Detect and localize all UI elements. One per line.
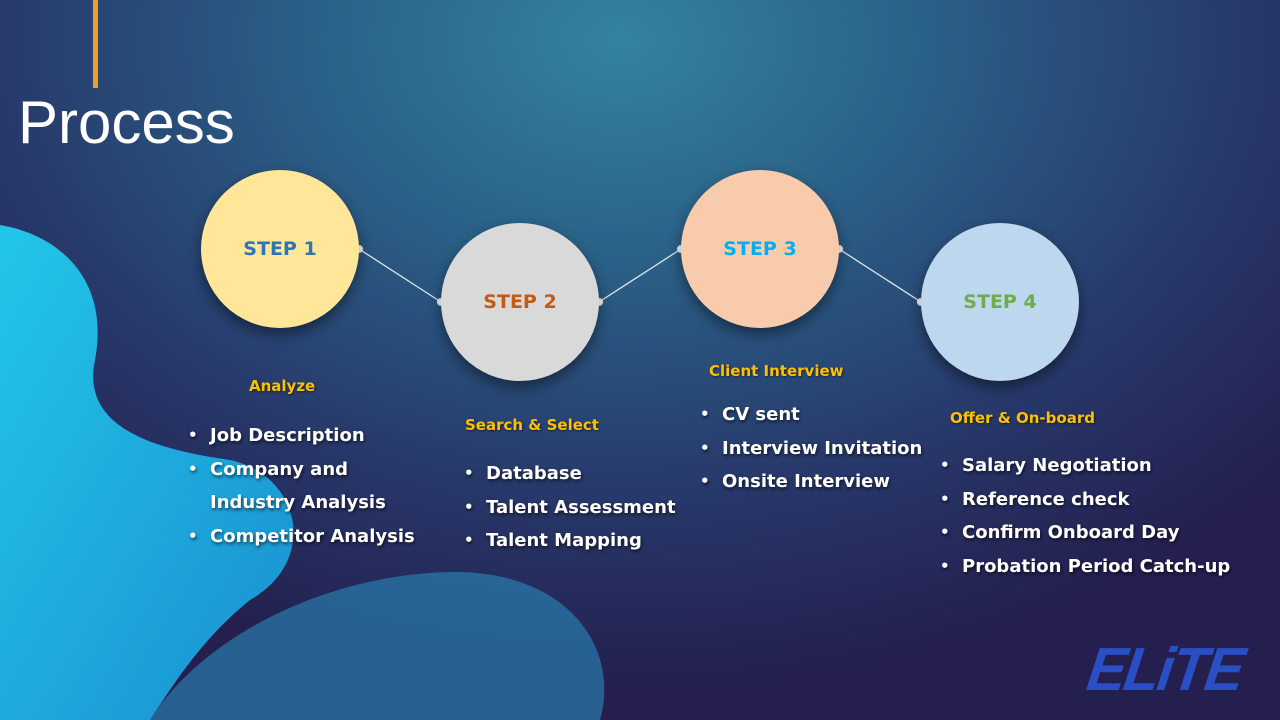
translucent-blob (150, 571, 605, 720)
list-item: Talent Mapping (464, 524, 676, 558)
elite-logo: ELiTE (1083, 635, 1248, 704)
connector-line (598, 248, 682, 303)
step-label: STEP 2 (483, 291, 557, 313)
list-item: Job Description (188, 419, 415, 453)
step-2-list: Database Talent Assessment Talent Mappin… (464, 457, 676, 558)
step-2-subtitle: Search & Select (465, 416, 599, 434)
cyan-blob (0, 225, 294, 720)
list-item: Competitor Analysis (188, 520, 415, 554)
list-item: Company and (188, 453, 415, 487)
list-item: Industry Analysis (210, 492, 386, 513)
list-item: Interview Invitation (700, 432, 922, 466)
step-4-circle: STEP 4 (921, 223, 1079, 381)
list-item: Confirm Onboard Day (940, 516, 1230, 550)
step-label: STEP 4 (963, 291, 1037, 313)
accent-bar (93, 0, 98, 88)
connector-line (838, 248, 922, 303)
connector-line (358, 248, 442, 303)
list-item: Reference check (940, 483, 1230, 517)
step-label: STEP 3 (723, 238, 797, 260)
list-item: Talent Assessment (464, 491, 676, 525)
list-item: Onsite Interview (700, 465, 922, 499)
list-item: CV sent (700, 398, 922, 432)
step-label: STEP 1 (243, 238, 317, 260)
step-1-list: Job Description Company and Industry Ana… (188, 419, 415, 553)
list-item: Salary Negotiation (940, 449, 1230, 483)
step-3-circle: STEP 3 (681, 170, 839, 328)
page-title: Process (18, 89, 235, 156)
step-4-list: Salary Negotiation Reference check Confi… (940, 449, 1230, 583)
step-1-circle: STEP 1 (201, 170, 359, 328)
list-item: Database (464, 457, 676, 491)
step-3-subtitle: Client Interview (709, 362, 844, 380)
step-2-circle: STEP 2 (441, 223, 599, 381)
step-3-list: CV sent Interview Invitation Onsite Inte… (700, 398, 922, 499)
list-item: Probation Period Catch-up (940, 550, 1230, 584)
step-4-subtitle: Offer & On-board (950, 409, 1095, 427)
step-1-subtitle: Analyze (249, 377, 316, 395)
